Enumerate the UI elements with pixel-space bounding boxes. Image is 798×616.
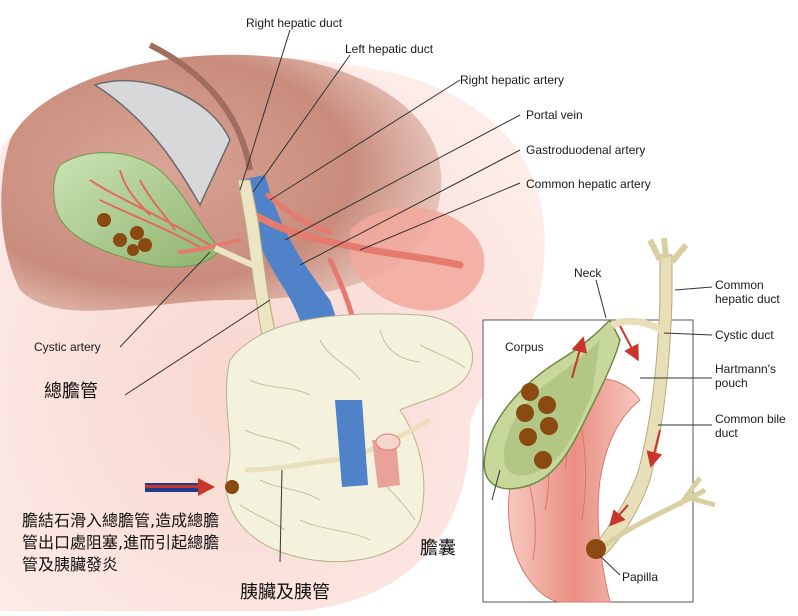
label-stone-note-zh: 膽結石滑入總膽管,造成總膽管出口處阻塞,進而引起總膽管及胰臟發炎 [22,510,227,576]
label-right-hepatic-artery: Right hepatic artery [460,73,564,87]
inset-stone-at-papilla [586,539,606,559]
label-gastroduodenal-artery: Gastroduodenal artery [526,143,645,157]
label-right-hepatic-duct: Right hepatic duct [246,16,342,30]
inset-label-neck: Neck [574,266,601,280]
inset-label-papilla: Papilla [622,570,658,584]
inset-label-cystic-duct: Cystic duct [715,328,774,342]
label-left-hepatic-duct: Left hepatic duct [345,42,433,56]
label-portal-vein: Portal vein [526,108,583,122]
inset-label-hartmanns-pouch: Hartmann's pouch [715,362,797,390]
label-common-hepatic-artery: Common hepatic artery [526,177,651,191]
inset-label-gallbladder-zh: 膽囊 [420,534,456,560]
inset-label-corpus: Corpus [505,340,544,354]
sma-lumen [376,434,400,450]
label-cystic-artery: Cystic artery [34,340,101,354]
label-common-bile-duct-zh: 總膽管 [44,377,98,403]
inset-label-common-hepatic-duct: Common hepatic duct [715,278,797,306]
label-pancreas-zh: 胰臟及胰管 [240,578,330,604]
inset-label-common-bile-duct: Common bile duct [715,412,797,440]
stone-at-papilla [225,480,239,494]
